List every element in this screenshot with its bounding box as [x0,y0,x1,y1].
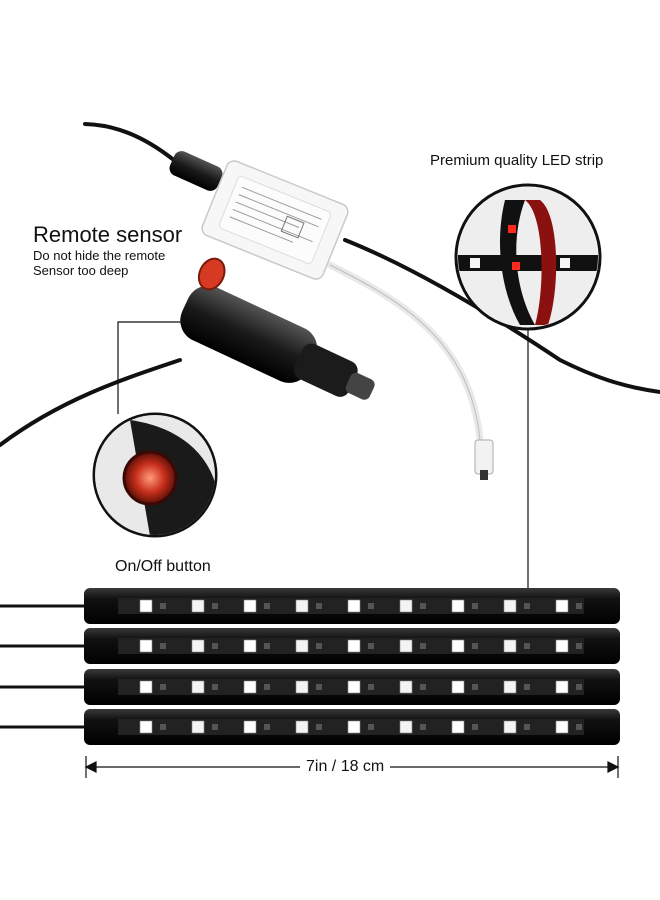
resistor [212,643,218,649]
resistor [576,724,582,730]
led-chip [243,599,257,613]
resistor [368,684,374,690]
callout-lines [117,321,529,588]
led-chip [503,680,517,694]
led-chip [139,599,153,613]
led-chip [555,599,569,613]
led-chip [191,720,205,734]
led-chip [191,680,205,694]
remote-sensor-note-line2: Sensor too deep [33,263,129,278]
resistor [160,684,166,690]
resistor [316,603,322,609]
led-strip-closeup [454,183,602,331]
resistor [524,603,530,609]
resistor [368,724,374,730]
resistor [316,643,322,649]
resistor [368,603,374,609]
resistor [472,603,478,609]
resistor [160,643,166,649]
resistor [368,643,374,649]
car-charger-plug [180,257,375,400]
resistor [160,724,166,730]
led-chip [555,639,569,653]
resistor [316,684,322,690]
led-chip [139,720,153,734]
led-chip [503,720,517,734]
resistor [420,684,426,690]
led-chip [295,720,309,734]
remote-sensor-box [201,160,349,280]
remote-sensor-note: Do not hide the remote Sensor too deep [33,248,233,278]
led-chip [555,720,569,734]
resistor [264,643,270,649]
resistor [576,684,582,690]
power-cable [0,122,660,447]
led-chip [451,680,465,694]
led-chip [399,720,413,734]
led-chip [451,720,465,734]
resistor [212,724,218,730]
led-chip [347,720,361,734]
led-chip [295,639,309,653]
resistor [212,684,218,690]
resistor [524,724,530,730]
led-chip [191,639,205,653]
led-chip [243,639,257,653]
resistor [420,643,426,649]
led-chip [243,680,257,694]
led-chip [503,639,517,653]
led-chip [139,680,153,694]
led-chip [295,599,309,613]
resistor [264,724,270,730]
resistor [264,684,270,690]
resistor [576,603,582,609]
resistor [472,684,478,690]
led-strip-title: Premium quality LED strip [430,152,604,169]
resistor [472,724,478,730]
led-chip [347,639,361,653]
led-chip [347,680,361,694]
resistor [576,643,582,649]
led-chip [503,599,517,613]
resistor [472,643,478,649]
led-chip [399,639,413,653]
resistor [420,724,426,730]
led-chip [555,680,569,694]
led-chip [191,599,205,613]
led-chip [399,599,413,613]
led-chip [451,639,465,653]
led-chip [243,720,257,734]
dimension-label: 7in / 18 cm [300,758,391,776]
remote-sensor-note-line1: Do not hide the remote [33,248,166,263]
on-off-button-label: On/Off button [115,558,211,575]
led-strips [0,588,620,745]
white-connector [474,439,494,475]
led-chip [399,680,413,694]
remote-sensor-title: Remote sensor [33,222,183,247]
switch-closeup [92,412,218,538]
resistor [420,603,426,609]
led-chip [139,639,153,653]
resistor [264,603,270,609]
resistor [524,643,530,649]
resistor [316,724,322,730]
resistor [212,603,218,609]
led-chip [295,680,309,694]
resistor [524,684,530,690]
led-chip [347,599,361,613]
led-chip [451,599,465,613]
dc-connector [169,151,223,191]
resistor [160,603,166,609]
